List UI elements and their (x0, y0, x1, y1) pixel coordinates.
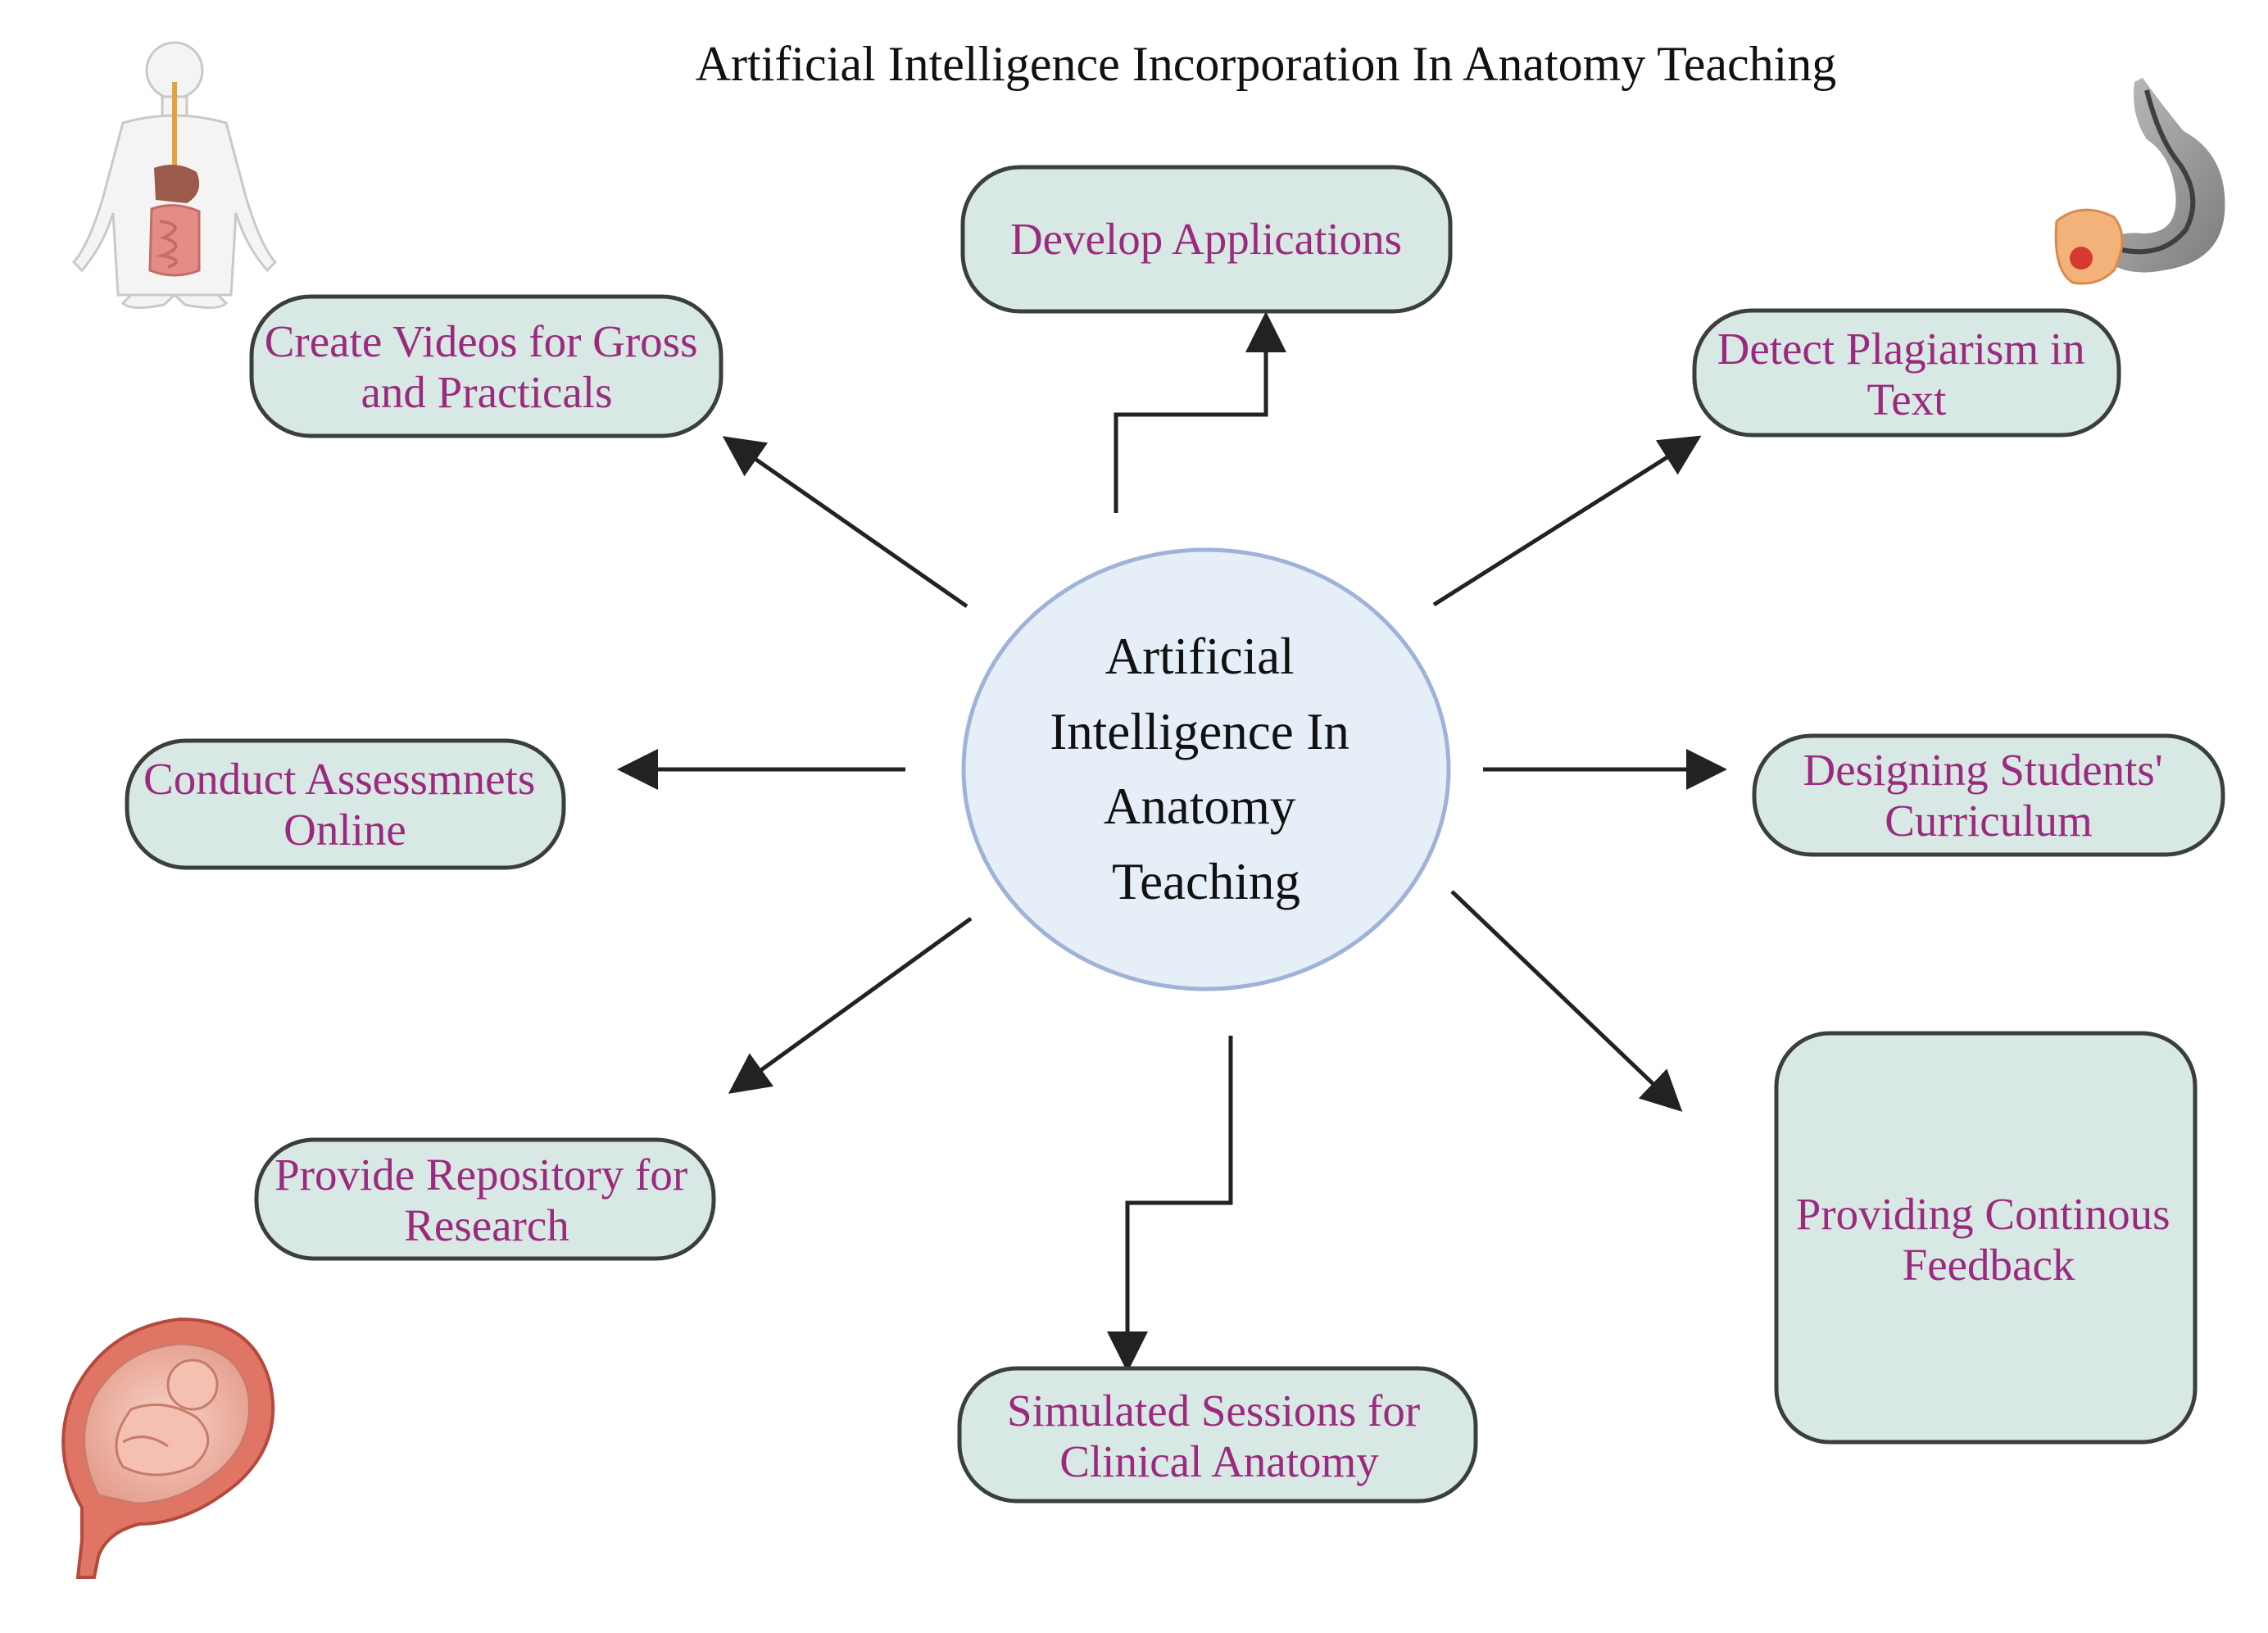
node-designing-curriculum: Designing Students' Curriculum (1752, 733, 2225, 857)
node-create-videos-label: Create Videos for Gross and Practicals (265, 316, 710, 417)
arrow-to-provide-repository (728, 916, 973, 1094)
arrow-to-create-videos (722, 436, 968, 609)
node-develop-applications: Develop Applications (960, 165, 1453, 314)
arrow-to-continuous-feedback (1450, 890, 1683, 1112)
node-conduct-assessments: Conduct Assessmnets Online (125, 738, 566, 870)
arrow-to-simulated-sessions (1107, 1036, 1233, 1372)
node-detect-plagiarism: Detect Plagiarism in Text (1692, 308, 2121, 438)
node-continuous-feedback: Providing Continous Feedback (1774, 1031, 2198, 1445)
arrow-to-detect-plagiarism (1432, 435, 1702, 607)
center-topic-label: Artificial Intelligence In Anatomy Teach… (1050, 628, 1362, 910)
node-provide-repository: Provide Repository for Research (254, 1137, 716, 1261)
node-designing-curriculum-label: Designing Students' Curriculum (1803, 745, 2175, 846)
node-provide-repository-label: Provide Repository for Research (274, 1150, 699, 1250)
node-simulated-sessions: Simulated Sessions for Clinical Anatomy (957, 1366, 1478, 1504)
stomach-icon (2054, 78, 2225, 285)
fetus-in-uterus-icon (61, 1317, 275, 1579)
arrow-to-develop-applications (1114, 311, 1286, 513)
node-continuous-feedback-label: Providing Continous Feedback (1796, 1189, 2182, 1290)
node-develop-applications-label: Develop Applications (1010, 214, 1402, 264)
node-create-videos: Create Videos for Gross and Practicals (249, 294, 723, 438)
human-digestive-system-icon (71, 41, 278, 309)
node-simulated-sessions-label: Simulated Sessions for Clinical Anatomy (1007, 1386, 1431, 1486)
center-topic: Artificial Intelligence In Anatomy Teach… (961, 547, 1451, 991)
node-conduct-assessments-label: Conduct Assessmnets Online (143, 754, 547, 855)
diagram-title: Artificial Intelligence Incorporation In… (696, 37, 1837, 91)
node-detect-plagiarism-label: Detect Plagiarism in Text (1717, 324, 2097, 424)
arrows (617, 311, 1727, 1372)
